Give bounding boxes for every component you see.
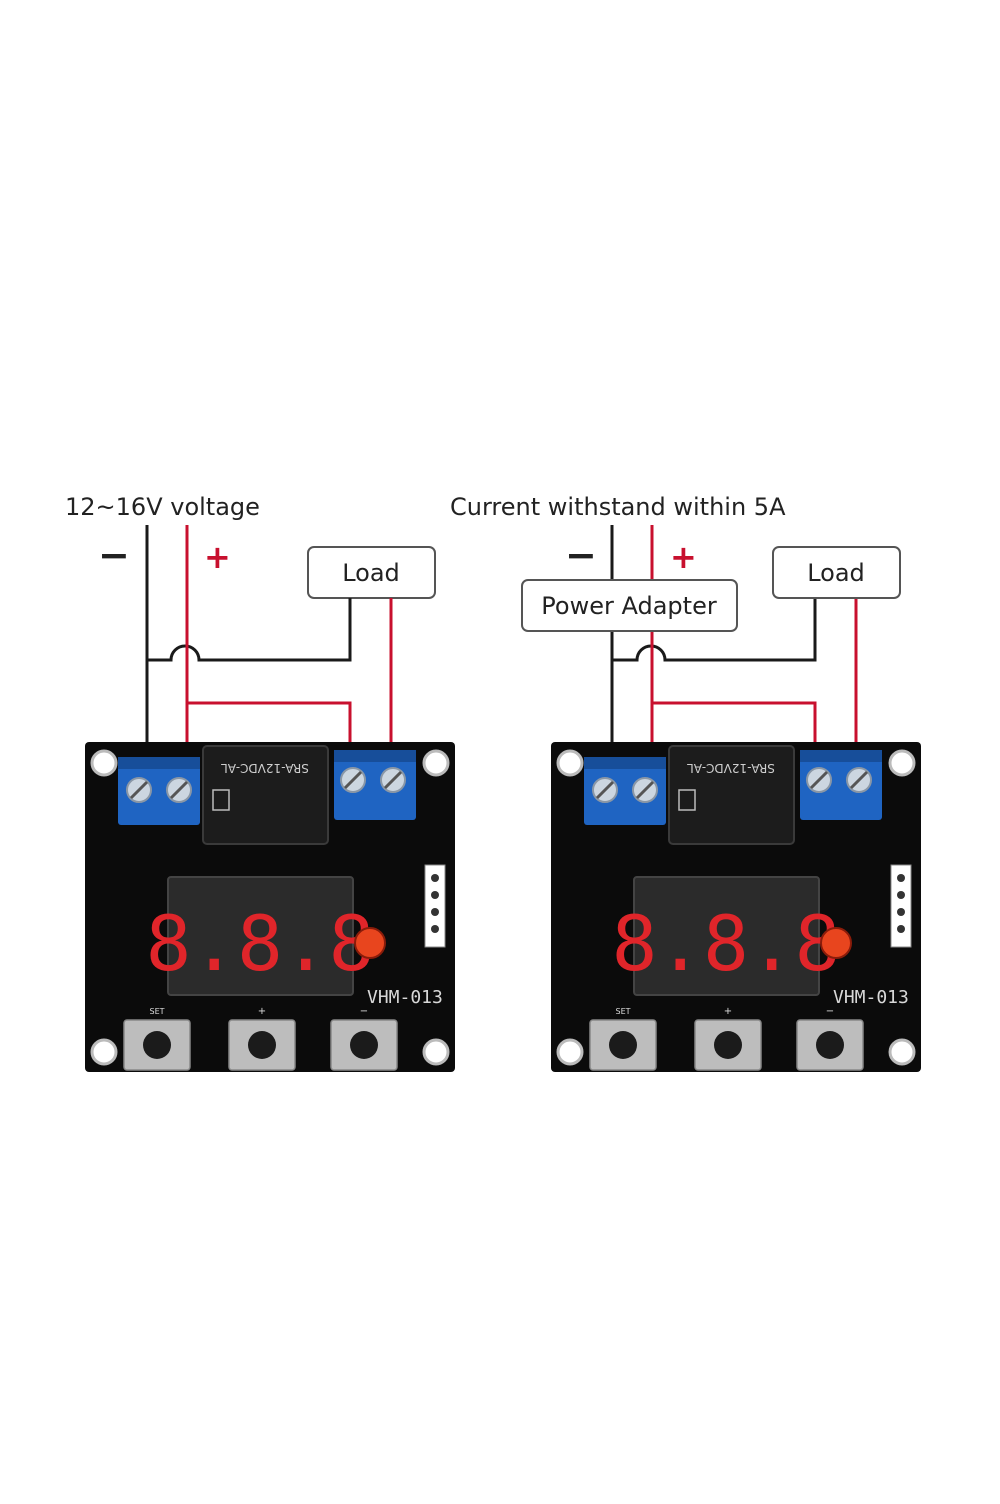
right-load-label: Load (807, 559, 865, 587)
left-plus-sign: + (204, 538, 231, 576)
right-plus-label: + (724, 1006, 732, 1017)
left-wires (145, 525, 393, 752)
left-mount-hole (422, 749, 450, 777)
right-minus-label: − (826, 1006, 834, 1017)
left-minus-label: − (360, 1006, 368, 1017)
right-relay-model: SRA-12VDC-AL (687, 761, 775, 775)
left-output-terminal (334, 750, 416, 820)
left-display-digits: 8.8.8 (146, 899, 375, 988)
right-relay: SRA-12VDC-AL (668, 745, 795, 845)
left-relay-board: SRA-12VDC-AL 8.8.8 (85, 742, 455, 1072)
right-relay-common-wire (652, 701, 817, 752)
right-display-digits: 8.8.8 (612, 899, 841, 988)
right-output-terminal (800, 750, 882, 820)
right-minus-button: − (796, 1006, 864, 1071)
right-plus-sign: + (670, 538, 697, 576)
right-set-button: SET (589, 1007, 657, 1071)
right-power-adapter-box: Power Adapter (521, 579, 738, 632)
left-status-led (354, 927, 386, 959)
right-led-display: 8.8.8 (612, 876, 841, 996)
left-supply-label: 12~16V voltage (65, 493, 260, 521)
left-set-button: SET (123, 1007, 191, 1071)
right-adapter-label: Power Adapter (541, 592, 717, 620)
left-relay-model: SRA-12VDC-AL (221, 761, 309, 775)
left-mount-hole (422, 1038, 450, 1066)
right-mount-hole (556, 749, 584, 777)
right-pin-header (890, 864, 912, 948)
left-minus-sign: − (98, 533, 130, 577)
right-load-box: Load (772, 546, 901, 599)
left-minus-button: − (330, 1006, 398, 1071)
right-relay-board: SRA-12VDC-AL 8.8.8 (551, 742, 921, 1072)
left-relay: SRA-12VDC-AL (202, 745, 329, 845)
right-mount-hole (888, 749, 916, 777)
right-wires (610, 525, 858, 752)
right-minus-sign: − (565, 533, 597, 577)
left-load-box: Load (307, 546, 436, 599)
right-mount-hole (888, 1038, 916, 1066)
right-set-label: SET (615, 1007, 630, 1016)
right-input-terminal (584, 757, 666, 825)
left-plus-button: + (228, 1006, 296, 1071)
left-set-label: SET (149, 1007, 164, 1016)
left-led-display: 8.8.8 (146, 876, 375, 996)
left-board-model: VHM-013 (367, 987, 443, 1008)
left-mount-hole (90, 749, 118, 777)
right-mount-hole (556, 1038, 584, 1066)
left-mount-hole (90, 1038, 118, 1066)
right-board-model: VHM-013 (833, 987, 909, 1008)
left-load-label: Load (342, 559, 400, 587)
left-pin-header (424, 864, 446, 948)
right-supply-label: Current withstand within 5A (450, 493, 786, 521)
left-load-return-wire (147, 598, 352, 662)
right-plus-button: + (694, 1006, 762, 1071)
left-input-terminal (118, 757, 200, 825)
right-wiring-diagram: Current withstand within 5A − + Power Ad… (450, 493, 921, 1072)
left-wiring-diagram: 12~16V voltage − + Load (65, 493, 455, 1072)
right-status-led (820, 927, 852, 959)
left-relay-common-wire (187, 701, 352, 752)
left-plus-label: + (258, 1006, 266, 1017)
